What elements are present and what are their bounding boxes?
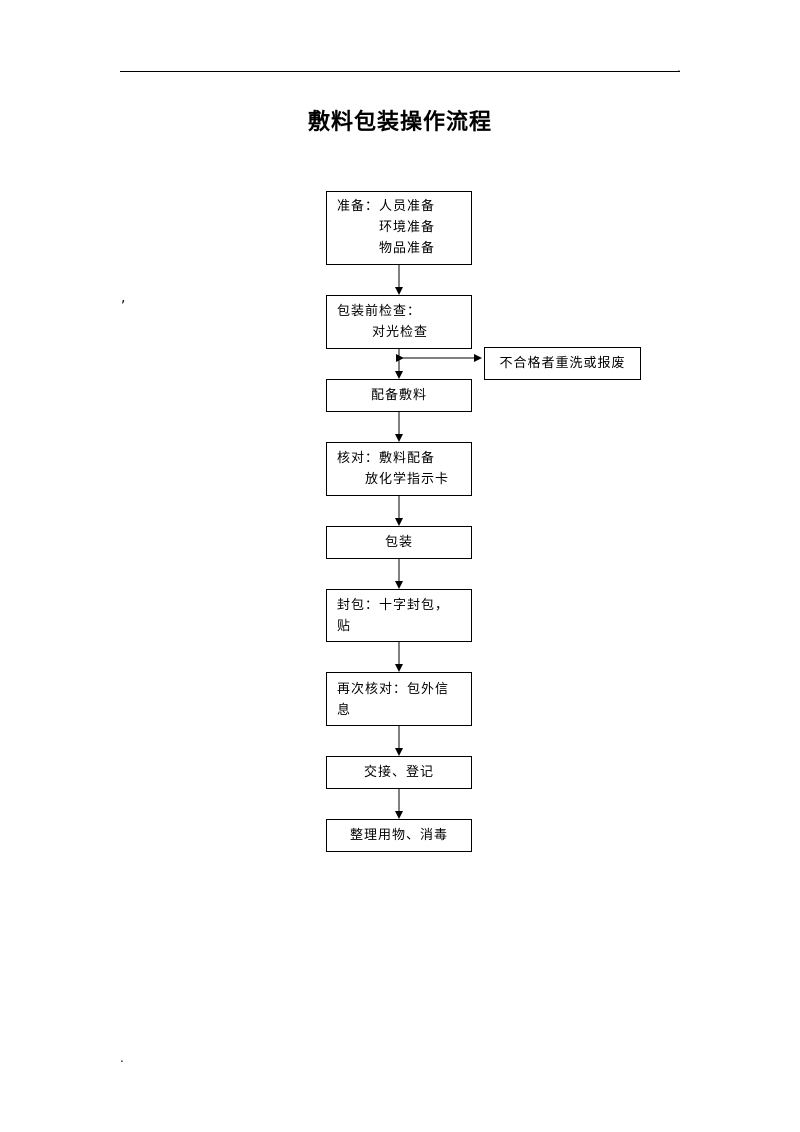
reject-box: 不合格者重洗或报废 (484, 347, 641, 380)
step-prep-line-1: 准备：人员准备 (337, 199, 436, 214)
step-tidy-box: 整理用物、消毒 (326, 819, 472, 852)
step-precheck-line-2: 对光检查 (372, 325, 429, 340)
step-pack-label: 包装 (384, 535, 413, 550)
step-seal-line-2: 贴 (337, 619, 352, 634)
step-tidy-label: 整理用物、消毒 (349, 828, 448, 843)
step-verify-line-2: 放化学指示卡 (365, 472, 450, 487)
step-recheck-line-2: 息 (337, 703, 352, 718)
header-mark: . (677, 61, 681, 75)
step-precheck-line-1: 包装前检查： (337, 304, 422, 319)
step-prepare-dressing-label: 配备敷料 (370, 388, 427, 403)
step-recheck-box: 再次核对：包外信 息 (326, 672, 472, 726)
header-rule (120, 71, 680, 72)
step-prep-line-2: 环境准备 (379, 220, 436, 235)
step-prep-line-3: 物品准备 (379, 241, 436, 256)
reject-label: 不合格者重洗或报废 (499, 356, 626, 371)
step-prepare-dressing-box: 配备敷料 (326, 379, 472, 412)
page-title: 敷料包装操作流程 (307, 110, 492, 135)
step-pack-box: 包装 (326, 526, 472, 559)
step-precheck-box: 包装前检查： 对光检查 (326, 295, 472, 349)
step-seal-line-1: 封包：十字封包， (337, 598, 450, 613)
step-recheck-line-1: 再次核对：包外信 (337, 682, 450, 697)
step-verify-line-1: 核对：敷料配备 (337, 451, 436, 466)
step-prep-box: 准备：人员准备 环境准备 物品准备 (326, 191, 472, 265)
step-handover-label: 交接、登记 (363, 765, 434, 780)
step-verify-box: 核对：敷料配备 放化学指示卡 (326, 442, 472, 496)
step-handover-box: 交接、登记 (326, 756, 472, 789)
footer-mark: . (120, 1051, 124, 1065)
side-mark: , (121, 290, 126, 306)
step-seal-box: 封包：十字封包， 贴 (326, 589, 472, 642)
